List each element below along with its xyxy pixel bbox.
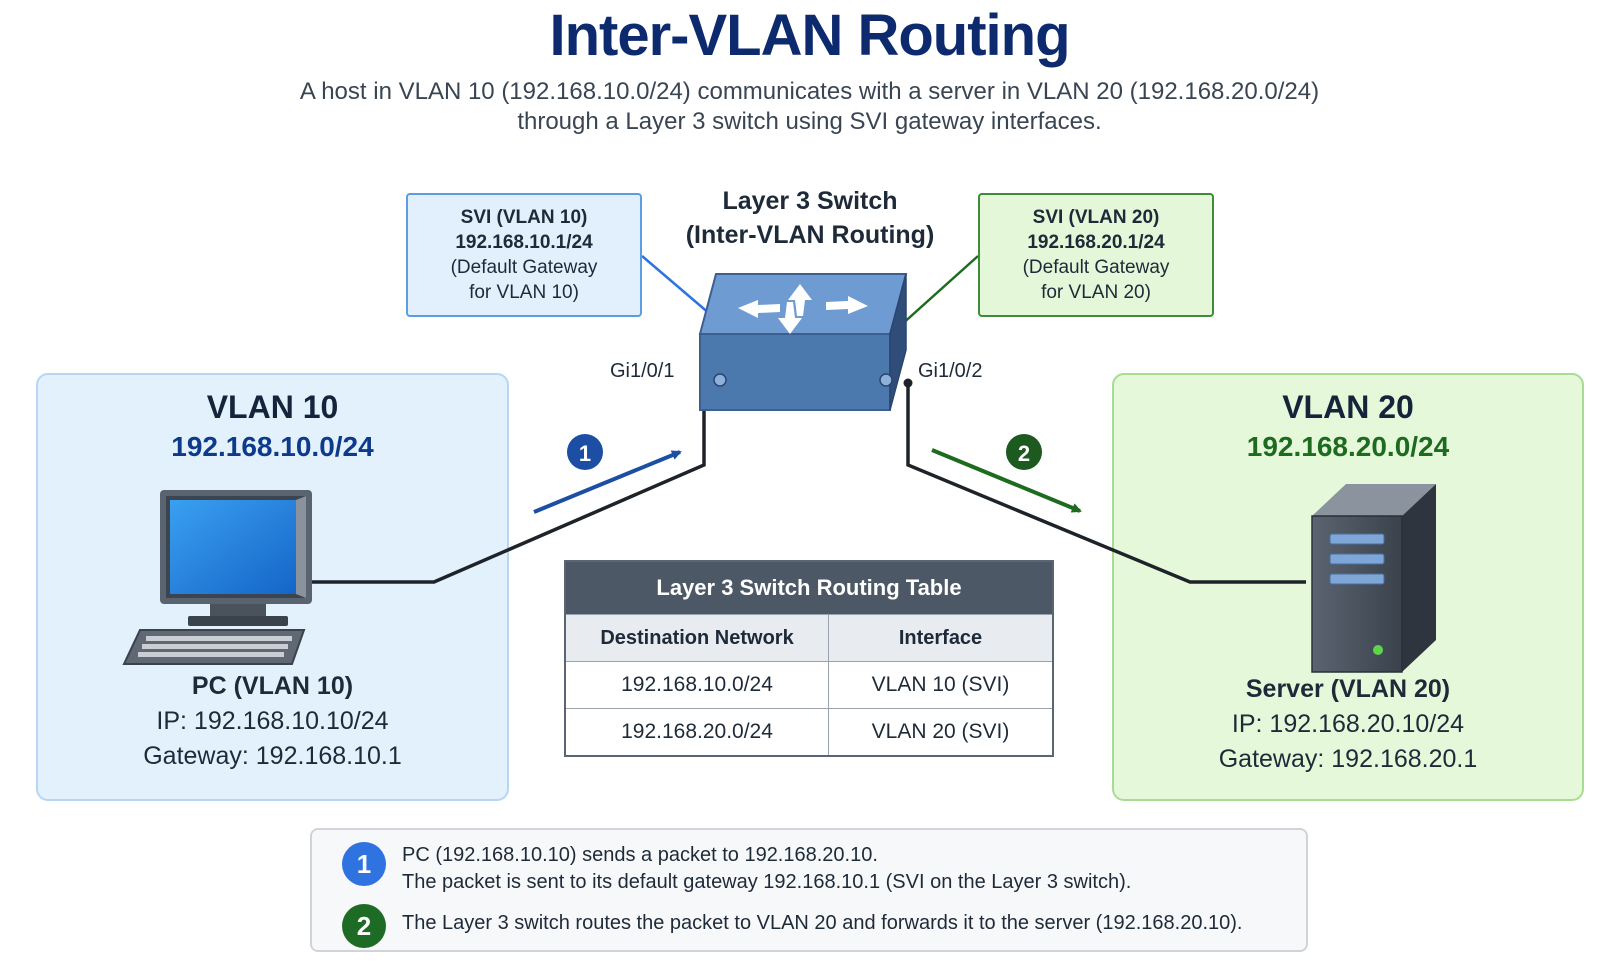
column-header-destination: Destination Network (564, 614, 830, 662)
svi10-callout: SVI (VLAN 10) 192.168.10.1/24 (Default G… (406, 193, 642, 317)
subtitle-line-2: through a Layer 3 switch using SVI gatew… (517, 108, 1102, 135)
step2-badge: 2 (342, 904, 386, 948)
table-row: 192.168.20.0/24 VLAN 20 (SVI) (564, 708, 1054, 757)
step2-text: The Layer 3 switch routes the packet to … (402, 910, 1242, 937)
table-cell-destination: 192.168.20.0/24 (564, 708, 830, 757)
page-title: Inter-VLAN Routing (549, 3, 1070, 68)
server-ip: IP: 192.168.20.10/24 (1231, 710, 1465, 738)
flow-badge-2-label: 2 (1018, 441, 1030, 466)
subtitle-line-1: A host in VLAN 10 (192.168.10.0/24) comm… (299, 78, 1320, 105)
svi10-desc-2: for VLAN 10) (469, 282, 579, 303)
routing-table-title: Layer 3 Switch Routing Table (565, 561, 1053, 615)
flow-badge-1 (567, 434, 603, 470)
flow-badge-2 (1006, 434, 1042, 470)
server-name: Server (VLAN 20) (1245, 675, 1451, 703)
svi20-desc-1: (Default Gateway (1022, 257, 1170, 278)
vlan20-network: 192.168.20.0/24 (1246, 431, 1450, 462)
pc-info: PC (VLAN 10) IP: 192.168.10.10/24 Gatewa… (38, 669, 507, 774)
step1-text: PC (192.168.10.10) sends a packet to 192… (402, 842, 1131, 896)
pc-gateway: Gateway: 192.168.10.1 (143, 742, 402, 770)
steps-legend: 1 PC (192.168.10.10) sends a packet to 1… (310, 828, 1308, 952)
vlan20-name: VLAN 20 (1282, 389, 1414, 425)
step1-badge: 1 (342, 842, 386, 886)
svi20-ip: 192.168.20.1/24 (1027, 232, 1165, 253)
cable-pc-to-switch (312, 383, 706, 584)
svi10-desc-1: (Default Gateway (450, 257, 598, 278)
vlan10-network: 192.168.10.0/24 (171, 431, 374, 462)
routing-table: Layer 3 Switch Routing Table Destination… (564, 560, 1054, 757)
step2-line-1: The Layer 3 switch routes the packet to … (402, 912, 1243, 934)
cable-switch-to-server (906, 383, 1306, 584)
layer3-switch-icon (698, 273, 908, 411)
svi10-ip: 192.168.10.1/24 (455, 232, 593, 253)
port-gi1-label: Gi1/0/1 (610, 360, 675, 382)
table-cell-interface: VLAN 10 (SVI) (828, 661, 1054, 709)
pc-icon (122, 490, 312, 665)
svi20-callout: SVI (VLAN 20) 192.168.20.1/24 (Default G… (978, 193, 1214, 317)
server-icon (1311, 484, 1436, 673)
port-gi2-label: Gi1/0/2 (918, 360, 983, 382)
table-cell-destination: 192.168.10.0/24 (564, 661, 830, 709)
vlan10-zone: VLAN 10 192.168.10.0/24 PC (VLAN 10) IP:… (36, 373, 509, 801)
switch-role: (Inter-VLAN Routing) (685, 221, 935, 249)
vlan20-zone: VLAN 20 192.168.20.0/24 Server (VLAN 20)… (1112, 373, 1584, 801)
column-header-interface: Interface (828, 614, 1054, 662)
step1-line-1: PC (192.168.10.10) sends a packet to 192… (402, 844, 878, 866)
svi20-leader-line (899, 255, 979, 327)
flow-arrow-2 (931, 448, 1082, 513)
server-gateway: Gateway: 192.168.20.1 (1218, 745, 1478, 773)
svi20-name: SVI (VLAN 20) (1032, 207, 1160, 228)
switch-name: Layer 3 Switch (722, 187, 898, 215)
pc-ip: IP: 192.168.10.10/24 (156, 707, 389, 735)
svi20-desc-2: for VLAN 20) (1041, 282, 1151, 303)
table-cell-interface: VLAN 20 (SVI) (828, 708, 1054, 757)
switch-title: Layer 3 Switch (Inter-VLAN Routing) (660, 184, 960, 252)
flow-badge-1-label: 1 (579, 441, 591, 466)
server-info: Server (VLAN 20) IP: 192.168.20.10/24 Ga… (1114, 672, 1582, 777)
svi10-name: SVI (VLAN 10) (460, 207, 588, 228)
flow-arrow-1 (533, 450, 682, 514)
vlan10-name: VLAN 10 (206, 389, 339, 425)
port-gi2-dot (903, 378, 913, 388)
table-row: 192.168.10.0/24 VLAN 10 (SVI) (564, 661, 1054, 709)
pc-name: PC (VLAN 10) (191, 672, 354, 700)
step1-line-2: The packet is sent to its default gatewa… (402, 871, 1132, 893)
